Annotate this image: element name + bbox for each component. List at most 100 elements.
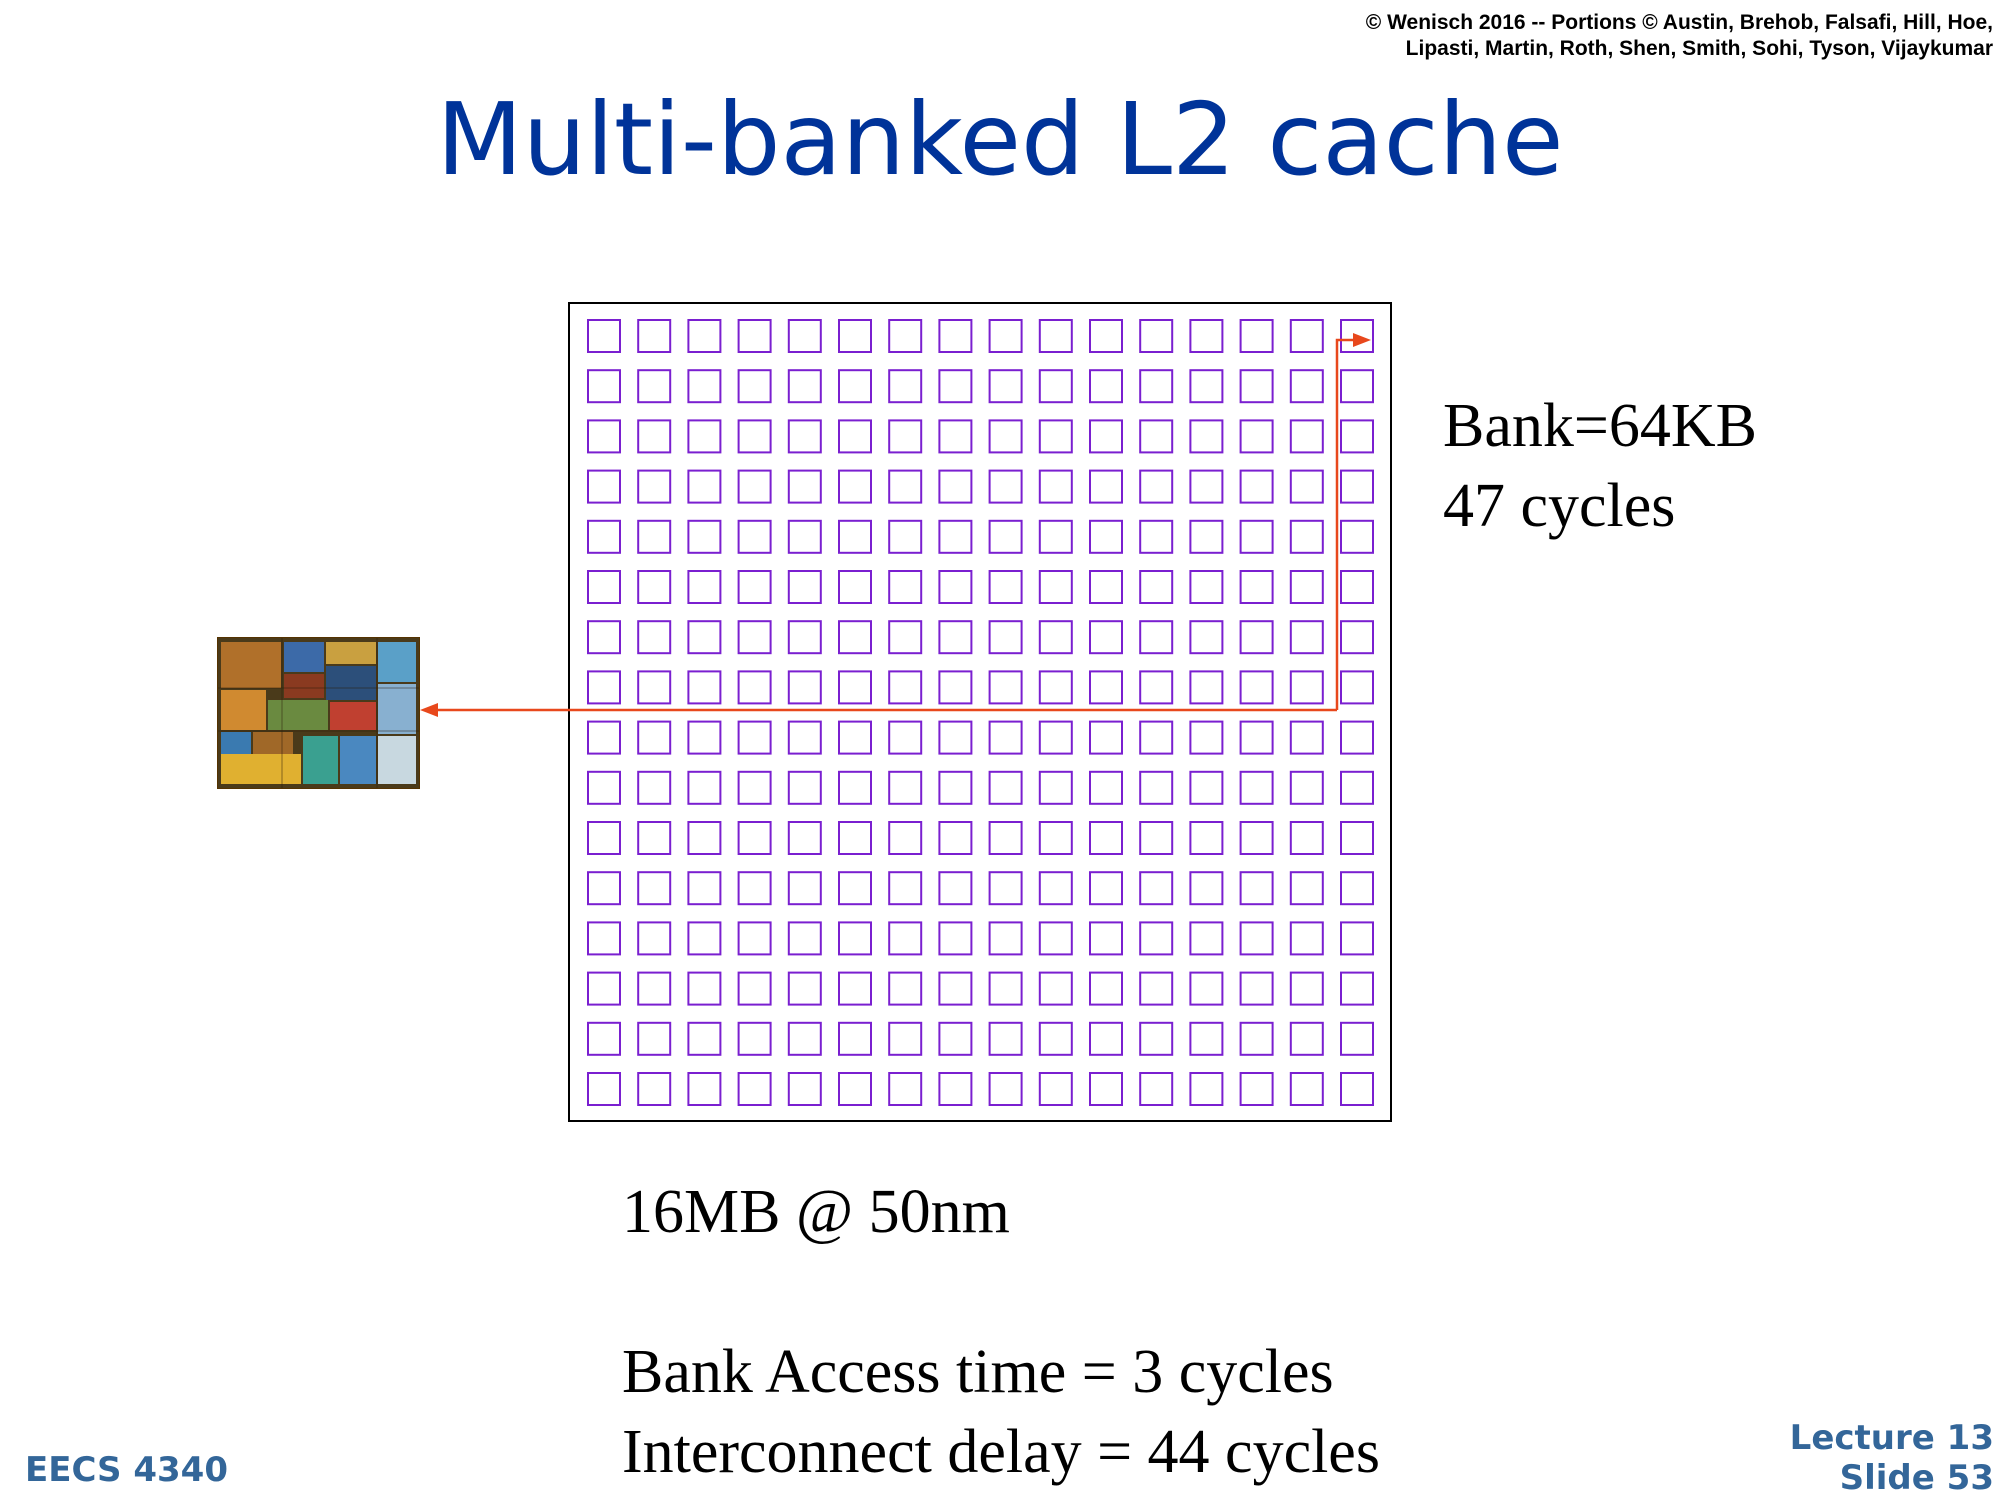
bank-latency-label: 47 cycles [1443,472,1676,540]
cache-bank [1239,1072,1274,1106]
cache-bank [1289,720,1324,755]
cache-bank [1139,369,1174,404]
cache-bank [988,570,1023,604]
cache-bank [1038,670,1073,705]
cache-bank [687,971,722,1006]
cache-bank [637,620,672,655]
cache-bank [737,519,772,554]
cache-bank [737,319,772,353]
cache-bank [988,971,1023,1006]
cache-bank [1189,770,1224,805]
cache-bank [687,871,722,906]
cache-bank [787,419,822,454]
cache-bank [687,720,722,755]
lecture-number: Lecture 13 [1789,1418,1994,1458]
cache-bank [888,770,923,805]
cache-bank [888,871,923,906]
arrowhead-to-processor [420,703,438,717]
cache-bank [1038,369,1073,404]
cache-bank [938,1072,973,1106]
cache-bank [838,921,872,956]
copyright-notice: © Wenisch 2016 -- Portions © Austin, Bre… [793,10,1993,62]
cache-bank [1239,921,1274,956]
cache-bank [587,1021,621,1056]
cache-bank [838,1021,872,1056]
cache-bank [1089,419,1123,454]
cache-bank [1239,570,1274,604]
cache-bank [838,720,872,755]
cache-bank [1289,921,1324,956]
cache-bank [587,419,621,454]
cache-bank [637,519,672,554]
cache-bank [988,319,1023,353]
cache-bank [637,670,672,705]
cache-bank [838,469,872,504]
cache-bank [938,570,973,604]
timing-info: Bank Access time = 3 cycles Interconnect… [622,1332,1380,1492]
cache-bank [787,620,822,655]
cache-bank [1340,620,1374,655]
cache-bank [1340,971,1374,1006]
cache-bank [938,871,973,906]
cache-bank [787,319,822,353]
interconnect-delay: Interconnect delay = 44 cycles [622,1418,1380,1486]
cache-bank [938,369,973,404]
cache-bank [1289,871,1324,906]
cache-bank [988,519,1023,554]
cache-bank [737,821,772,855]
cache-bank [687,620,722,655]
cache-bank [888,369,923,404]
cache-bank [1089,469,1123,504]
cache-bank [587,570,621,604]
cache-bank [1289,519,1324,554]
cache-bank [687,921,722,956]
cache-bank [1289,319,1324,353]
cache-bank [1139,620,1174,655]
cache-bank [787,570,822,604]
cache-bank [737,469,772,504]
cache-bank [1189,670,1224,705]
cache-bank [1038,570,1073,604]
cache-bank [1189,720,1224,755]
cache-bank [1189,419,1224,454]
cache-bank [1189,519,1224,554]
bank-size-label: Bank=64KB [1443,392,1757,460]
cache-bank [587,921,621,956]
cache-bank [1340,871,1374,906]
cache-bank [687,519,722,554]
cache-bank [1289,620,1324,655]
cache-bank [737,419,772,454]
cache-bank [1139,319,1174,353]
cache-bank [1340,419,1374,454]
cache-bank [737,369,772,404]
bank-grid [587,319,1374,1106]
cache-bank [587,469,621,504]
cache-bank [988,770,1023,805]
cache-bank [637,871,672,906]
cache-bank [1189,469,1224,504]
cache-bank [787,821,822,855]
cache-bank [988,921,1023,956]
cache-bank [988,871,1023,906]
cache-bank [787,469,822,504]
cache-bank [1239,620,1274,655]
cache-bank [1289,1072,1324,1106]
cache-bank [1189,570,1224,604]
cache-bank [787,770,822,805]
cache-bank [1139,821,1174,855]
cache-bank [1340,670,1374,705]
cache-bank [1089,1072,1123,1106]
cache-bank [1239,770,1274,805]
cache-bank [1089,670,1123,705]
cache-bank [737,1021,772,1056]
cache-bank [1340,1021,1374,1056]
cache-bank [888,1021,923,1056]
cache-bank [1239,319,1274,353]
cache-bank [737,871,772,906]
cache-bank [838,821,872,855]
cache-bank [1189,319,1224,353]
cache-bank [838,419,872,454]
cache-bank [1038,319,1073,353]
cache-bank [938,469,973,504]
slide-number: Slide 53 [1839,1458,1994,1498]
